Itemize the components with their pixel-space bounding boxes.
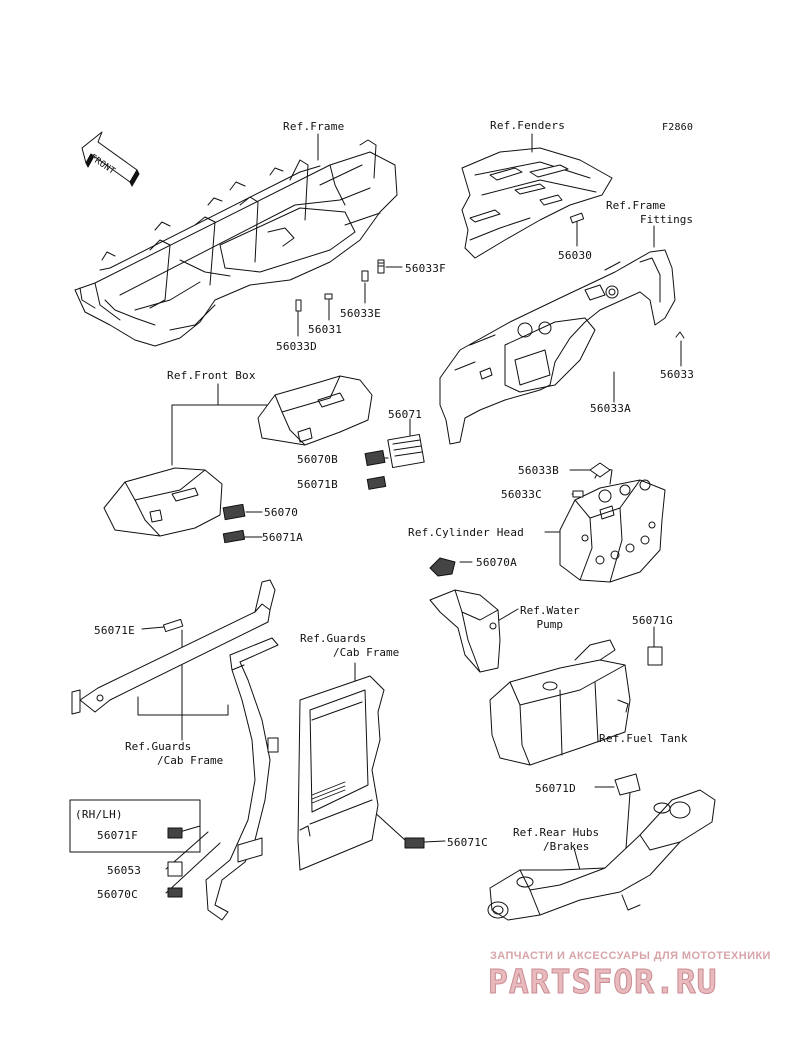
ref-guards-cab-frame-left-label: Ref.Guards /Cab Frame — [125, 740, 223, 768]
frame-decals — [295, 259, 385, 312]
part-56071: 56071 — [388, 408, 423, 421]
figure-code: F2860 — [662, 122, 694, 133]
fenders-assembly — [461, 147, 613, 259]
ref-guards-right-line1: Ref.Guards — [300, 632, 367, 645]
part-56070: 56070 — [264, 506, 299, 519]
part-56033C: 56033C — [501, 488, 542, 501]
watermark-brand: PARTSFOR.RU — [488, 962, 718, 1002]
frame-fittings-assembly — [439, 249, 685, 445]
part-56033A: 56033A — [590, 402, 631, 415]
part-56033F: 56033F — [405, 262, 446, 275]
part-56071C: 56071C — [447, 836, 488, 849]
front-box-decals — [222, 433, 425, 544]
part-56071D: 56071D — [535, 782, 576, 795]
ref-guards-left-line2: /Cab Frame — [157, 754, 224, 767]
ref-water-pump-label: Ref.Water Pump — [520, 604, 580, 632]
part-56071B: 56071B — [297, 478, 338, 491]
ref-water-pump-line2: Pump — [536, 618, 564, 631]
ref-cylinder-head-label: Ref.Cylinder Head — [408, 526, 524, 539]
part-56033: 56033 — [660, 368, 695, 381]
part-56030: 56030 — [558, 249, 593, 262]
frame-assembly — [74, 139, 398, 347]
part-56071E: 56071E — [94, 624, 135, 637]
ref-frame-fittings-line2: Fittings — [640, 213, 693, 226]
part-56071A: 56071A — [262, 531, 303, 544]
part-56070C: 56070C — [97, 888, 138, 901]
ref-guards-right-line2: /Cab Frame — [333, 646, 400, 659]
watermark-tagline: ЗАПЧАСТИ И АКСЕССУАРЫ ДЛЯ МОТОТЕХНИКИ — [490, 950, 771, 962]
part-56033B: 56033B — [518, 464, 559, 477]
water-pump-assembly — [429, 557, 501, 673]
ref-fuel-tank-label: Ref.Fuel Tank — [599, 732, 688, 745]
front-arrow-icon — [81, 131, 140, 187]
part-56053: 56053 — [107, 864, 142, 877]
ref-guards-cab-frame-right-label: Ref.Guards /Cab Frame — [300, 632, 399, 660]
ref-frame-fittings-line1: Ref.Frame — [606, 199, 666, 212]
ref-rear-hubs-line1: Ref.Rear Hubs — [513, 826, 600, 839]
part-56071F: 56071F — [97, 829, 138, 842]
ref-guards-left-line1: Ref.Guards — [125, 740, 192, 753]
ref-fenders-label: Ref.Fenders — [490, 119, 566, 132]
part-56070A: 56070A — [476, 556, 517, 569]
part-56070B: 56070B — [297, 453, 338, 466]
front-box-assembly — [103, 375, 373, 537]
ref-rear-hubs-label: Ref.Rear Hubs /Brakes — [513, 826, 599, 854]
rh-lh-note: (RH/LH) — [75, 808, 123, 821]
part-56031: 56031 — [308, 323, 343, 336]
fuel-tank-assembly — [489, 639, 663, 766]
ref-water-pump-line1: Ref.Water — [520, 604, 580, 617]
ref-frame-fittings-label: Ref.Frame Fittings — [606, 199, 693, 227]
part-56071G: 56071G — [632, 614, 673, 627]
cab-frame-assembly — [297, 675, 425, 871]
ref-front-box-label: Ref.Front Box — [167, 369, 256, 382]
part-56033E: 56033E — [340, 307, 381, 320]
guards-bar-assembly — [71, 579, 276, 715]
part-56033D: 56033D — [276, 340, 317, 353]
cylinder-head-assembly — [559, 462, 666, 583]
ref-rear-hubs-line2: /Brakes — [543, 840, 590, 853]
rear-hubs-assembly — [487, 773, 716, 921]
guards-post-assembly — [167, 637, 279, 921]
ref-frame-label: Ref.Frame — [283, 120, 345, 133]
